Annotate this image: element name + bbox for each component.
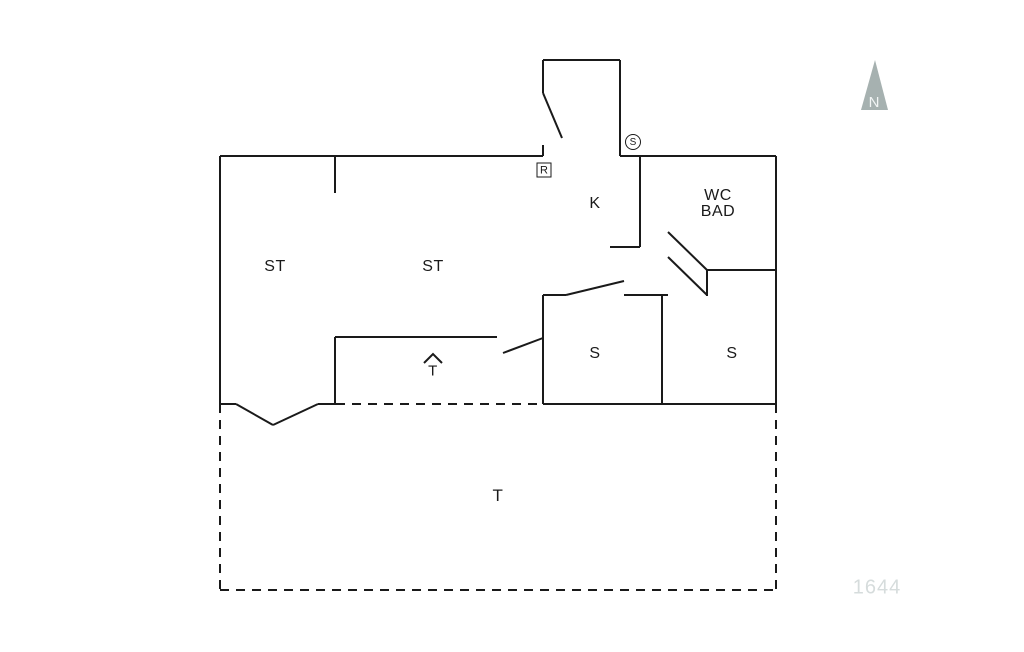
room-label-living-main: ST: [422, 258, 444, 275]
room-label-terrace: T: [492, 486, 504, 505]
room-label-kitchen: K: [589, 195, 601, 212]
terrace-dashed-outline: [219, 403, 777, 591]
plan-number: 1644: [852, 576, 902, 599]
north-compass: N: [861, 60, 888, 111]
room-label-bedroom-right: S: [726, 345, 738, 362]
room-label-bath-line2: BAD: [700, 203, 736, 220]
room-label-living-left: ST: [264, 258, 286, 275]
entrance-door-leaf: [542, 92, 563, 139]
room-label-bath: WC BAD: [701, 188, 735, 220]
room-label-bedroom-left: S: [589, 345, 601, 362]
compass-north-label: N: [869, 94, 880, 111]
door-swings: [502, 92, 708, 354]
outer-walls: [219, 155, 777, 426]
interior-walls: [334, 156, 776, 404]
attic-hatch-symbol: [423, 352, 443, 364]
wall-bottom-notch-3: [272, 403, 319, 426]
wall-bottom-notch-2: [235, 403, 274, 426]
hall-door-leaf: [502, 337, 544, 354]
vestibule-walls: [542, 59, 621, 156]
bath-door-leaf: [667, 231, 708, 271]
room-label-bath-line1: WC: [704, 187, 732, 204]
boxed-r-symbol: R: [536, 162, 552, 178]
bedroom-right-door-leaf: [667, 256, 708, 296]
circled-s-symbol: S: [625, 134, 641, 150]
bedroom-left-door-leaf: [565, 280, 625, 296]
room-label-hall-attic: T: [428, 362, 438, 380]
compass-arrow-icon: [861, 60, 888, 110]
